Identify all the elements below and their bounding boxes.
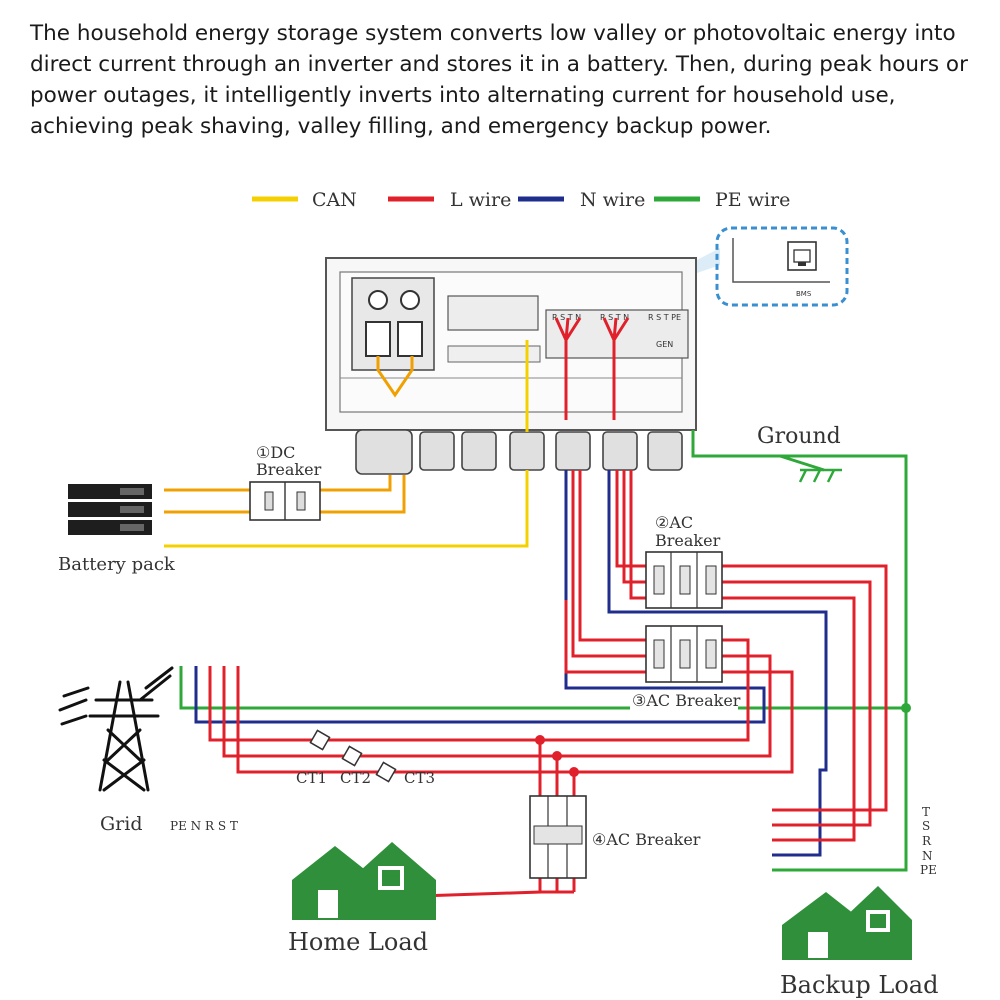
battery-terminal-2: [400, 290, 420, 310]
l-wire-inv-grid-t: [564, 600, 646, 674]
ac-breaker-4-label: ④AC Breaker: [592, 830, 701, 849]
backup-phase-s: S: [922, 819, 930, 833]
can-wire: [164, 470, 529, 548]
legend: CAN L wire N wire PE wire: [252, 189, 790, 211]
dc-wire-internal: [376, 356, 414, 398]
grid-label: Grid: [100, 813, 143, 835]
ct3-label: CT3: [404, 769, 435, 787]
dc-wire-positive-out: [320, 475, 392, 492]
terminal-label-grid: R S T N: [600, 313, 629, 322]
ct1-label: CT1: [296, 769, 327, 787]
current-transformer-icon: [309, 729, 397, 783]
backup-phase-n: N: [922, 849, 933, 863]
rj45-port-icon: [787, 241, 817, 271]
bms-label: BMS: [796, 290, 812, 298]
bms-callout-frame: [715, 226, 849, 307]
dc-breaker-label-1: ①DC: [256, 443, 295, 462]
dc-breaker-label-2: Breaker: [256, 460, 322, 479]
l-wire-inv-grid-r: [578, 470, 646, 642]
cable-glands: [355, 429, 683, 475]
backup-load-label: Backup Load: [780, 971, 938, 999]
junction-home-r: [535, 735, 545, 745]
junction-home-s: [552, 751, 562, 761]
cable-gland-4: [555, 431, 591, 471]
house-icon: [782, 886, 912, 960]
ac-breaker-3-label: ③AC Breaker: [632, 691, 741, 710]
l-wire-inv-load-s: [622, 470, 646, 584]
cable-gland-5: [602, 431, 638, 471]
l-wire-backup-r: [722, 564, 888, 812]
dc-wire-negative-out: [320, 475, 406, 514]
l-wire-inv-load-t: [629, 470, 646, 600]
ac-breaker-2-label-1: ②AC: [655, 513, 693, 532]
l-wire-home-out: [419, 876, 542, 898]
inverter-comm-ports: [447, 295, 539, 331]
terminal-label-load: R S T N: [552, 313, 581, 322]
cable-gland-1: [419, 431, 455, 471]
battery-pack-icon: [68, 484, 152, 535]
cable-gland-6: [647, 431, 683, 471]
l-wire-grid-s: [222, 654, 772, 758]
ground-symbol-icon: [798, 468, 842, 483]
l-wire-backup-t: [722, 596, 856, 842]
ac-breaker-2: [645, 551, 723, 609]
pe-wire-ground-stub: [779, 454, 825, 472]
backup-phase-t: T: [922, 805, 930, 819]
cable-gland-3: [509, 431, 545, 471]
house-icon: [292, 842, 436, 920]
ac-breaker-2-label-2: Breaker: [655, 531, 721, 550]
n-wire-backup: [607, 470, 828, 857]
grid-phases-label: PE N R S T: [170, 819, 238, 833]
backup-phase-r: R: [922, 834, 932, 848]
l-wire-grid-r: [208, 638, 750, 742]
legend-label-n: N wire: [580, 189, 645, 211]
inverter-internal-load-bundle: [554, 317, 582, 420]
pe-wire-grid: [179, 666, 906, 710]
transmission-tower-icon: [58, 666, 174, 792]
battery-pack-label: Battery pack: [58, 554, 176, 575]
terminal-label-gen: R S T PE: [648, 313, 681, 322]
pe-wire-ground: [691, 430, 908, 708]
home-load-label: Home Load: [288, 928, 428, 956]
inverter-unit: R S T N R S T N R S T PE GEN: [325, 257, 697, 475]
l-wire-grid-t: [236, 666, 794, 774]
l-wire-backup-s: [722, 580, 872, 827]
ct2-label: CT2: [340, 769, 371, 787]
l-wire-inv-grid-s: [571, 470, 646, 658]
battery-terminal-1: [368, 290, 388, 310]
cable-gland-large: [355, 429, 413, 475]
gen-label: GEN: [656, 340, 673, 349]
bms-board-outline: [732, 238, 830, 283]
legend-label-can: CAN: [312, 189, 357, 211]
intro-paragraph: The household energy storage system conv…: [30, 21, 968, 139]
legend-label-pe: PE wire: [715, 189, 790, 211]
ac-breaker-3-label-bg: [630, 690, 738, 710]
junction-dots: [535, 703, 911, 777]
inverter-internal-grid-bundle: [602, 317, 630, 420]
dc-breaker: [249, 481, 321, 521]
junction-pe: [901, 703, 911, 713]
legend-label-l: L wire: [450, 189, 511, 211]
battery-terminal-block-2: [397, 321, 423, 357]
pe-wire-backup: [772, 708, 908, 872]
ac-breaker-3: [645, 625, 723, 683]
battery-terminal-block-1: [365, 321, 391, 357]
l-wire-inv-load-r: [615, 470, 646, 568]
backup-phase-pe: PE: [920, 863, 937, 877]
junction-home-t: [569, 767, 579, 777]
inverter-breaker-row: [447, 345, 541, 363]
cable-gland-2: [461, 431, 497, 471]
ac-breaker-4: [529, 795, 587, 879]
ground-label: Ground: [757, 424, 841, 449]
